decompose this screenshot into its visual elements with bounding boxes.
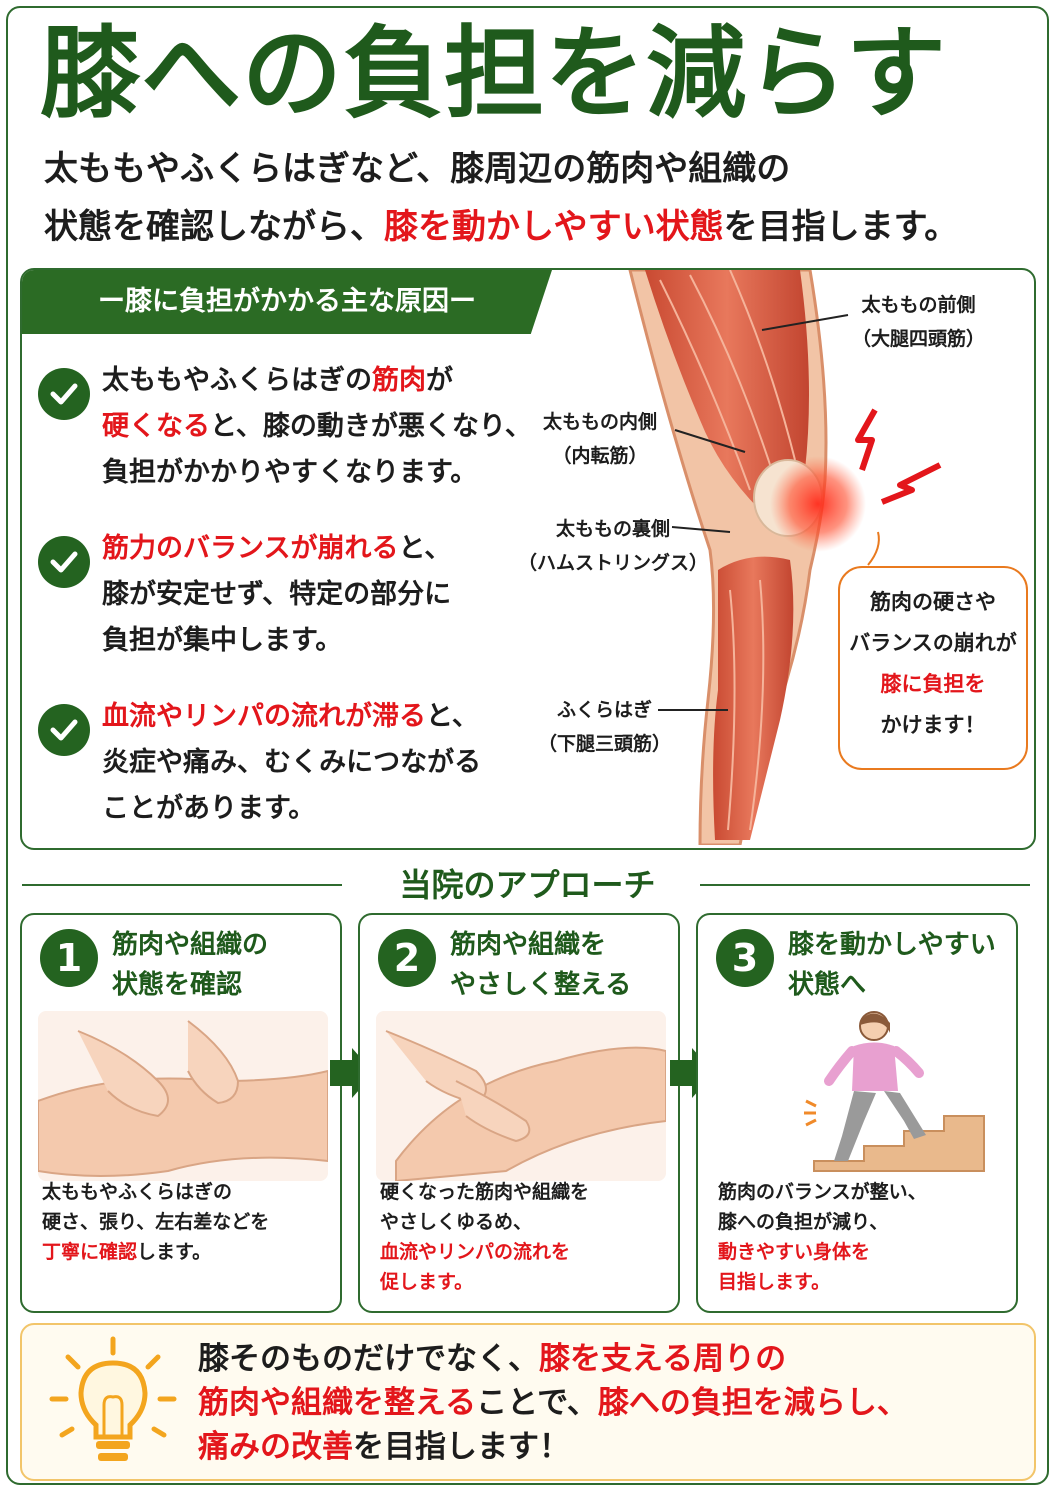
- bubble-text: バランスの崩れが: [849, 631, 1017, 655]
- label-sub: （大腿四頭筋）: [852, 328, 986, 350]
- lead-highlight: 膝を動かしやすい状態: [384, 207, 724, 247]
- label-thigh-front: 太ももの前側 （大腿四頭筋）: [852, 288, 985, 356]
- label-thigh-back: 太ももの裏側 （ハムストリングス）: [518, 512, 708, 580]
- cause-text-part: 負担がかかりやすくなります。: [102, 457, 478, 488]
- divider-line: [22, 884, 342, 886]
- step-title-line: 筋肉や組織の: [112, 930, 269, 960]
- step-desc-highlight: 目指します。: [718, 1271, 831, 1293]
- lead-line-1: 太ももやふくらはぎなど、膝周辺の筋肉や組織の: [44, 149, 791, 189]
- hands-massaging-leg-illustration: [376, 1011, 666, 1181]
- step-number: 3: [716, 929, 774, 987]
- hands-checking-leg-illustration: [38, 1011, 328, 1181]
- label-sub: （内転筋）: [552, 445, 648, 467]
- speech-bubble: 筋肉の硬さや バランスの崩れが 膝に負担を かけます！: [838, 566, 1028, 770]
- divider-line: [700, 884, 1030, 886]
- bubble-highlight: 膝に負担を: [880, 672, 986, 696]
- label-text: 太ももの内側: [543, 411, 658, 433]
- cause-text-part: が: [426, 365, 453, 396]
- causes-heading: ー膝に負担がかかる主な原因ー: [22, 270, 552, 334]
- step-description: 太ももやふくらはぎの 硬さ、張り、左右差などを 丁寧に確認します。: [42, 1177, 332, 1267]
- lead-text-part: を目指します。: [723, 207, 959, 247]
- step-description: 筋肉のバランスが整い、 膝への負担が減り、 動きやすい身体を 目指します。: [718, 1177, 1008, 1297]
- cause-text: 筋力のバランスが崩れると、 膝が安定せず、特定の部分に 負担が集中します。: [102, 526, 532, 664]
- step-title-line: 膝を動かしやすい: [788, 930, 996, 960]
- bubble-text: 筋肉の硬さや: [870, 590, 996, 614]
- step-title-line: やさしく整える: [450, 970, 632, 1000]
- leg-muscle-illustration: [628, 270, 942, 845]
- label-text: 太ももの裏側: [556, 518, 671, 540]
- cause-text-part: 膝が安定せず、特定の部分に: [102, 579, 452, 610]
- lead-line-2: 状態を確認しながら、膝を動かしやすい状態を目指します。: [44, 198, 958, 256]
- cause-text: 太ももやふくらはぎの筋肉が 硬くなると、膝の動きが悪くなり、 負担がかかりやすく…: [102, 358, 532, 496]
- step-title-line: 状態へ: [788, 970, 867, 1000]
- step-desc-highlight: 血流やリンパの流れを: [380, 1241, 571, 1263]
- step-desc-highlight: 動きやすい身体を: [718, 1241, 871, 1263]
- page-frame: [6, 6, 1049, 1485]
- approach-step-3: 3 膝を動かしやすい状態へ 筋肉のバランスが整い、 膝への負担が減り、 動きやす…: [696, 913, 1018, 1313]
- step-desc-line: 硬くなった筋肉や組織を: [380, 1181, 590, 1203]
- summary-box: 膝そのものだけでなく、膝を支える周りの 筋肉や組織を整えることで、膝への負担を減…: [20, 1323, 1036, 1481]
- cause-highlight: 硬くなる: [102, 411, 210, 442]
- step-desc-line: やさしくゆるめ、: [380, 1211, 533, 1233]
- step-number: 1: [40, 929, 98, 987]
- light-bulb-icon: [49, 1336, 177, 1461]
- step-desc-line: 膝への負担が減り、: [718, 1211, 889, 1233]
- label-thigh-inner: 太ももの内側 （内転筋）: [543, 405, 657, 473]
- cause-text-part: ことがあります。: [102, 793, 316, 824]
- woman-climbing-stairs-illustration: [714, 1011, 1004, 1181]
- cause-text-part: と、膝の動きが悪くなり、: [210, 411, 532, 442]
- cause-text-part: 負担が集中します。: [102, 625, 343, 656]
- step-desc-highlight: 促します。: [380, 1271, 474, 1293]
- step-title: 筋肉や組織の状態を確認: [112, 925, 268, 1005]
- summary-highlight: 筋肉や組織を整える: [198, 1385, 477, 1421]
- summary-text-part: ことで、: [476, 1385, 598, 1421]
- step-description: 硬くなった筋肉や組織を やさしくゆるめ、 血流やリンパの流れを 促します。: [380, 1177, 670, 1297]
- check-icon: [38, 536, 90, 588]
- label-sub: （下腿三頭筋）: [538, 733, 672, 755]
- step-title-line: 状態を確認: [112, 970, 243, 1000]
- step-desc-line: 太ももやふくらはぎの: [42, 1181, 233, 1203]
- step-title: 筋肉や組織をやさしく整える: [450, 925, 631, 1005]
- approach-heading: 当院のアプローチ: [399, 866, 656, 904]
- approach-step-2: 2 筋肉や組織をやさしく整える 硬くなった筋肉や組織を やさしくゆるめ、 血流や…: [358, 913, 680, 1313]
- approach-step-1: 1 筋肉や組織の状態を確認 太ももやふくらはぎの 硬さ、張り、左右差などを 丁寧…: [20, 913, 342, 1313]
- check-icon: [38, 704, 90, 756]
- step-desc-line: します。: [137, 1241, 212, 1263]
- cause-text-part: と、: [398, 533, 452, 564]
- summary-highlight: 膝を支える周りの: [539, 1341, 787, 1377]
- label-calf: ふくらはぎ （下腿三頭筋）: [538, 693, 671, 761]
- lead-text: 太ももやふくらはぎなど、膝周辺の筋肉や組織の 状態を確認しながら、膝を動かしやす…: [44, 140, 958, 256]
- bubble-text: かけます！: [880, 713, 986, 737]
- cause-text-part: 太ももやふくらはぎの: [102, 365, 372, 396]
- cause-highlight: 血流やリンパの流れが滞る: [102, 701, 426, 732]
- cause-text-part: 炎症や痛み、むくみにつながる: [102, 747, 482, 778]
- label-text: 太ももの前側: [861, 294, 976, 316]
- summary-text: 膝そのものだけでなく、膝を支える周りの 筋肉や組織を整えることで、膝への負担を減…: [198, 1337, 908, 1469]
- cause-text: 血流やリンパの流れが滞ると、 炎症や痛み、むくみにつながる ことがあります。: [102, 694, 532, 832]
- summary-text-part: 膝そのものだけでなく、: [198, 1341, 539, 1377]
- summary-highlight: 膝への負担を減らし、: [597, 1385, 908, 1421]
- summary-text-part: を目指します！: [353, 1429, 570, 1465]
- cause-highlight: 筋力のバランスが崩れる: [102, 533, 399, 564]
- step-desc-line: 硬さ、張り、左右差などを: [42, 1211, 270, 1233]
- cause-text-part: と、: [426, 701, 479, 732]
- lead-text-part: 状態を確認しながら、: [44, 207, 384, 247]
- page-title: 膝への負担を減らす: [40, 15, 947, 132]
- step-title-line: 筋肉や組織を: [450, 930, 607, 960]
- cause-highlight: 筋肉: [372, 365, 426, 396]
- step-number: 2: [378, 929, 436, 987]
- step-desc-highlight: 丁寧に確認: [42, 1241, 138, 1263]
- step-title: 膝を動かしやすい状態へ: [788, 925, 996, 1005]
- check-icon: [38, 368, 90, 420]
- step-desc-line: 筋肉のバランスが整い、: [718, 1181, 927, 1203]
- label-sub: （ハムストリングス）: [518, 552, 709, 574]
- summary-highlight: 痛みの改善: [198, 1429, 353, 1465]
- label-text: ふくらはぎ: [557, 699, 653, 721]
